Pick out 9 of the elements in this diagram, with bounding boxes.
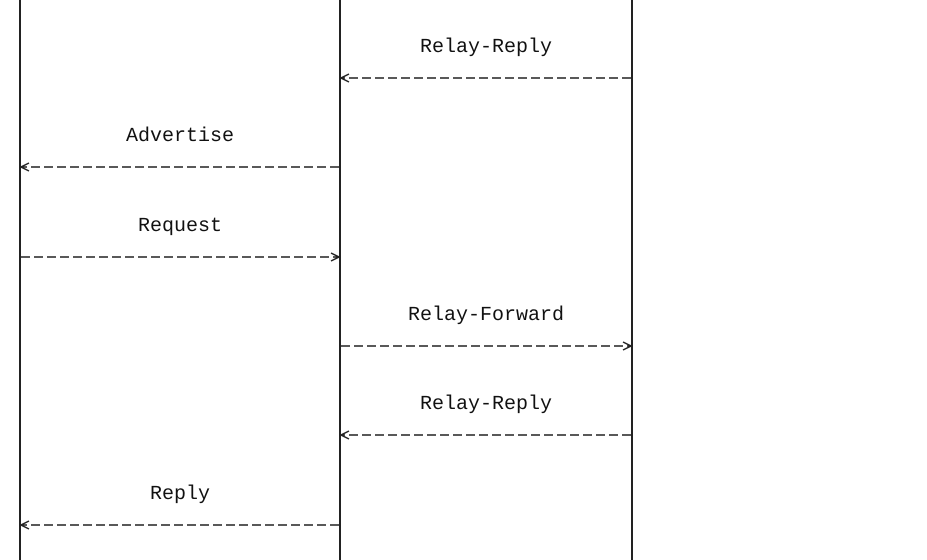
lifeline xyxy=(339,0,341,560)
arrow xyxy=(341,341,632,351)
lifeline xyxy=(19,0,21,560)
arrow xyxy=(21,252,340,262)
arrow xyxy=(20,162,339,172)
arrow xyxy=(20,520,339,530)
arrow xyxy=(340,430,631,440)
lifeline xyxy=(631,0,633,560)
arrow xyxy=(340,73,631,83)
